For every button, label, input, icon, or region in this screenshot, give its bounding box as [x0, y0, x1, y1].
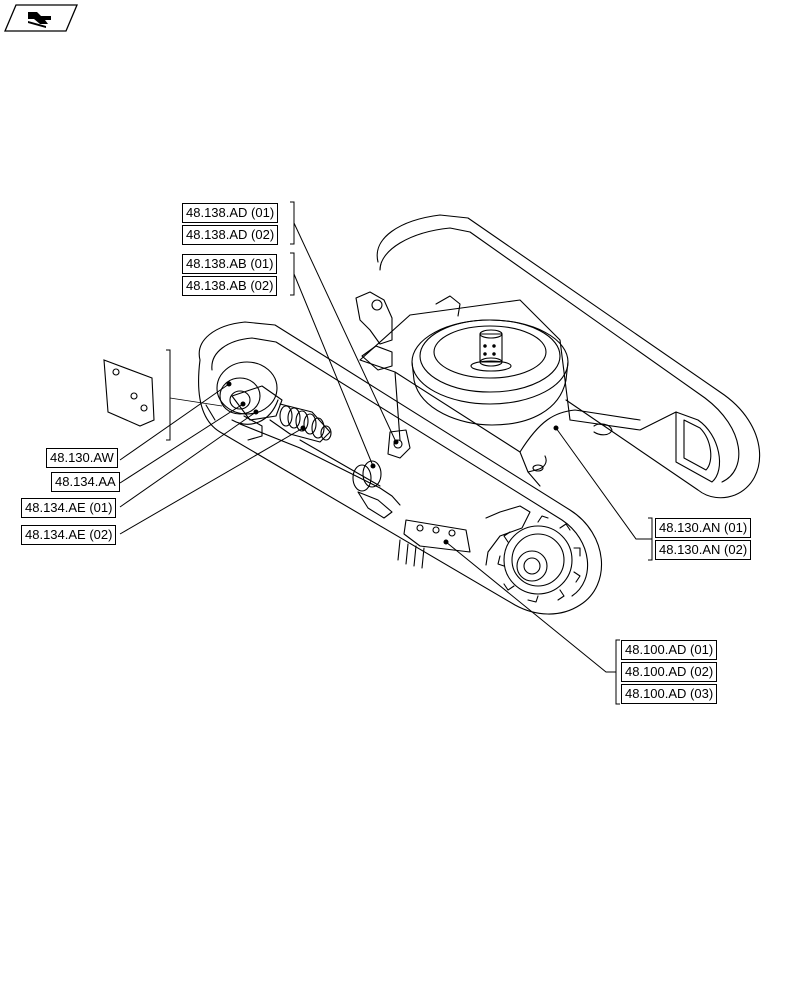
front-track-outline	[198, 321, 602, 615]
aw-bracket	[166, 349, 171, 441]
callout-48-100-ad-01[interactable]: 48.100.AD (01)	[621, 640, 718, 660]
swivel-joint	[479, 333, 503, 363]
track-pad-part	[103, 359, 155, 427]
callout-48-100-ad-03[interactable]: 48.100.AD (03)	[621, 684, 718, 704]
leader-lines	[119, 201, 653, 705]
callout-48-134-aa[interactable]: 48.134.AA	[51, 472, 120, 492]
recoil-spring	[269, 403, 332, 443]
callout-48-100-ad-02[interactable]: 48.100.AD (02)	[621, 662, 718, 682]
center-frame	[359, 299, 677, 487]
callout-48-138-ab-02[interactable]: 48.138.AB (02)	[182, 276, 278, 296]
front-idler	[216, 361, 278, 415]
rear-track-inner-edge	[379, 227, 740, 483]
callout-48-138-ab-01[interactable]: 48.138.AB (01)	[182, 254, 278, 274]
drive-sprocket	[497, 515, 581, 603]
hand-arrow-glyph	[28, 12, 51, 28]
idler-yoke	[231, 385, 283, 421]
callout-48-130-aw[interactable]: 48.130.AW	[46, 448, 118, 468]
aw-dashed-guide	[169, 397, 223, 407]
callout-48-130-an-02[interactable]: 48.130.AN (02)	[655, 540, 752, 560]
front-track-inner-edge	[211, 337, 589, 597]
rear-track-end-face	[675, 411, 721, 483]
callout-48-134-ae-02[interactable]: 48.134.AE (02)	[21, 525, 117, 545]
callout-48-138-ad-02[interactable]: 48.138.AD (02)	[182, 225, 279, 245]
slew-ring-inner	[433, 325, 547, 379]
callout-48-134-ae-01[interactable]: 48.134.AE (01)	[21, 498, 117, 518]
navigate-back-icon[interactable]	[4, 4, 78, 32]
track-roller-guard	[403, 519, 471, 553]
callout-48-130-an-01[interactable]: 48.130.AN (01)	[655, 518, 752, 538]
rear-track-outline	[376, 214, 761, 499]
callout-48-138-ad-01[interactable]: 48.138.AD (01)	[182, 203, 279, 223]
blade-bracket-upper	[355, 291, 393, 345]
carrier-roller-bracket	[387, 429, 411, 459]
carrier-roller	[352, 464, 372, 492]
